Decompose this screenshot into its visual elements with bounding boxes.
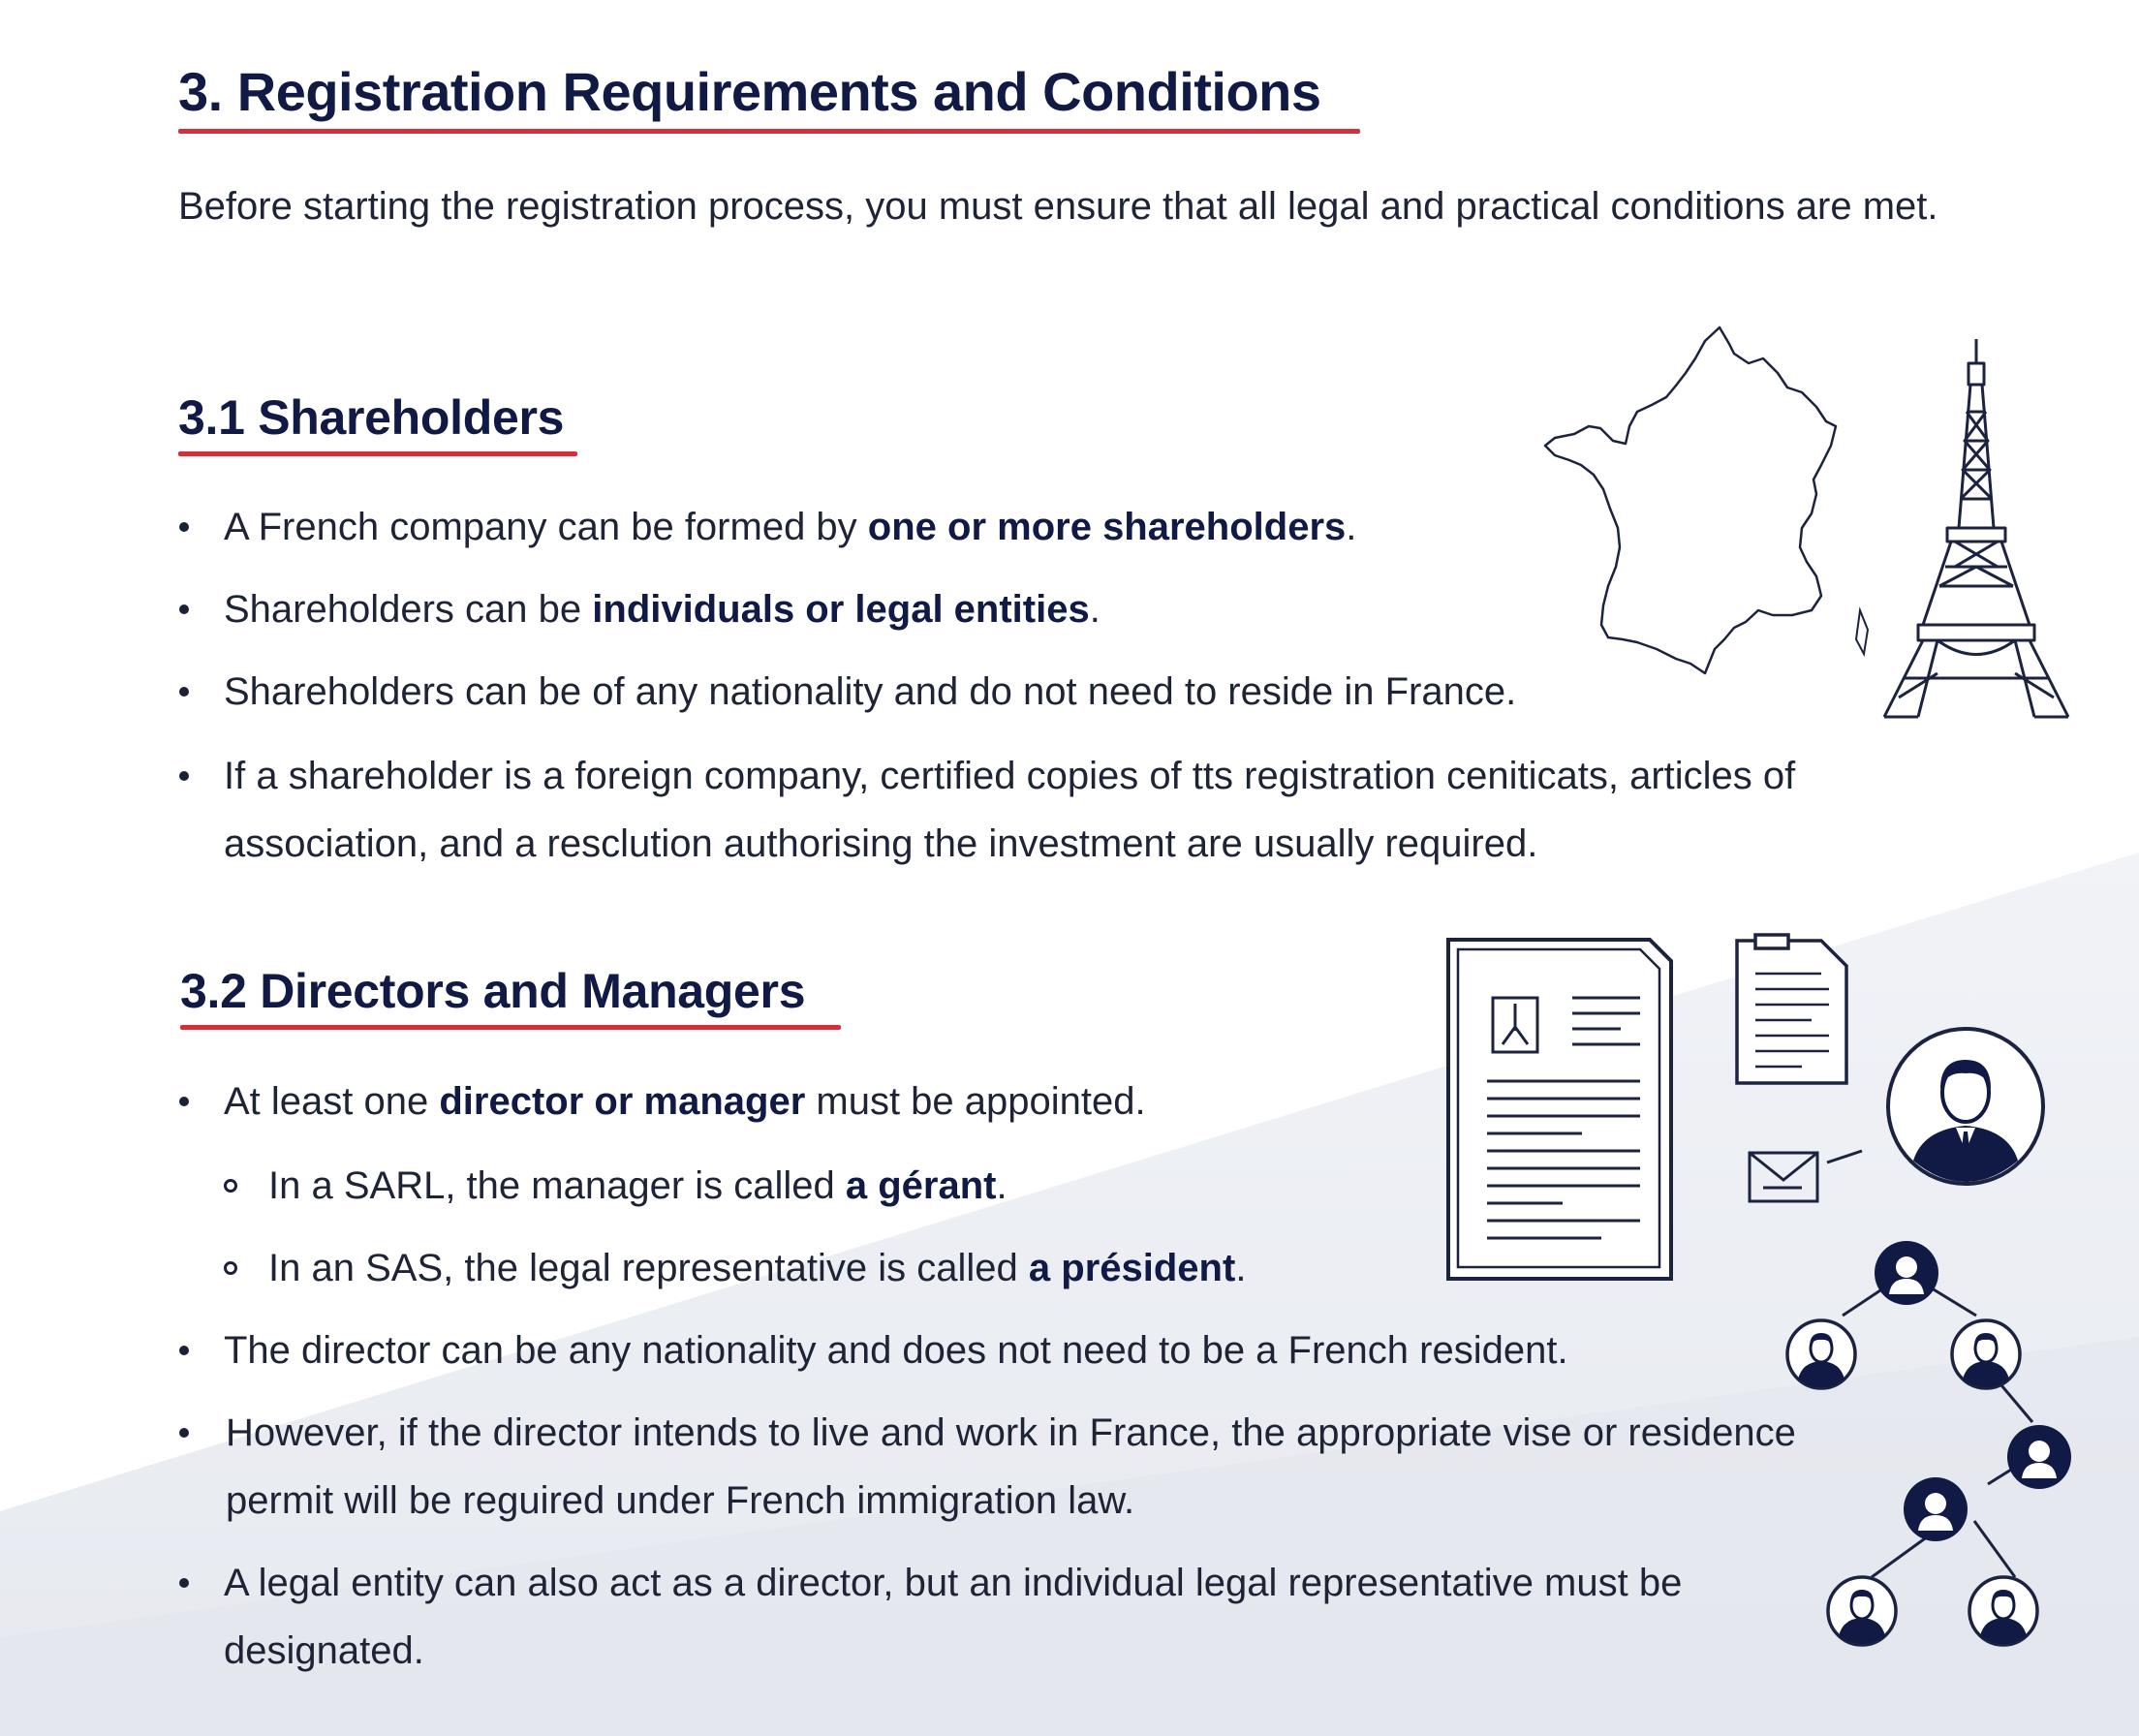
- list-item: If a shareholder is a foreign company, c…: [224, 755, 1796, 865]
- sub-bullet-ring: [224, 1261, 237, 1275]
- document-icon: [1446, 938, 1673, 1281]
- france-map-icon: [1543, 326, 1870, 675]
- list-item: At least one director or manager must be…: [224, 1080, 1146, 1123]
- bullet-dot: [179, 771, 189, 781]
- list-item: In a SARL, the manager is called a géran…: [268, 1164, 1008, 1207]
- bullet-dot: [179, 522, 189, 532]
- list-item: A French company can be formed by one or…: [224, 506, 1357, 548]
- section-directors-underline: [180, 1025, 841, 1030]
- list-item: The director can be any nationality and …: [224, 1329, 1568, 1372]
- bullet-dot: [179, 1097, 189, 1106]
- page-title: 3. Registration Requirements and Conditi…: [178, 61, 1321, 122]
- clipboard-icon: [1735, 933, 1848, 1085]
- eiffel-tower-icon: [1882, 339, 2070, 719]
- bullet-dot: [179, 1578, 189, 1588]
- list-item: However, if the director intends to live…: [226, 1411, 1796, 1522]
- bullet-dot: [179, 604, 189, 614]
- title-underline: [178, 129, 1360, 134]
- section-shareholders-underline: [178, 451, 577, 456]
- bullet-dot: [179, 1428, 189, 1438]
- list-item: In an SAS, the legal representative is c…: [268, 1247, 1247, 1289]
- intro-paragraph: Before starting the registration process…: [178, 185, 1938, 228]
- section-shareholders-title: 3.1 Shareholders: [178, 390, 565, 445]
- section-directors-title: 3.2 Directors and Managers: [180, 964, 806, 1018]
- bullet-dot: [179, 687, 189, 697]
- envelope-icon: [1748, 1149, 1863, 1203]
- person-icon: [1886, 1027, 2045, 1186]
- org-chart-icon: [1785, 1241, 2071, 1647]
- list-item: Shareholders can be individuals or legal…: [224, 588, 1100, 631]
- list-item: A legal entity can also act as a directo…: [224, 1562, 1683, 1672]
- list-item: Shareholders can be of any nationality a…: [224, 670, 1517, 713]
- sub-bullet-ring: [224, 1179, 237, 1193]
- bullet-dot: [179, 1346, 189, 1355]
